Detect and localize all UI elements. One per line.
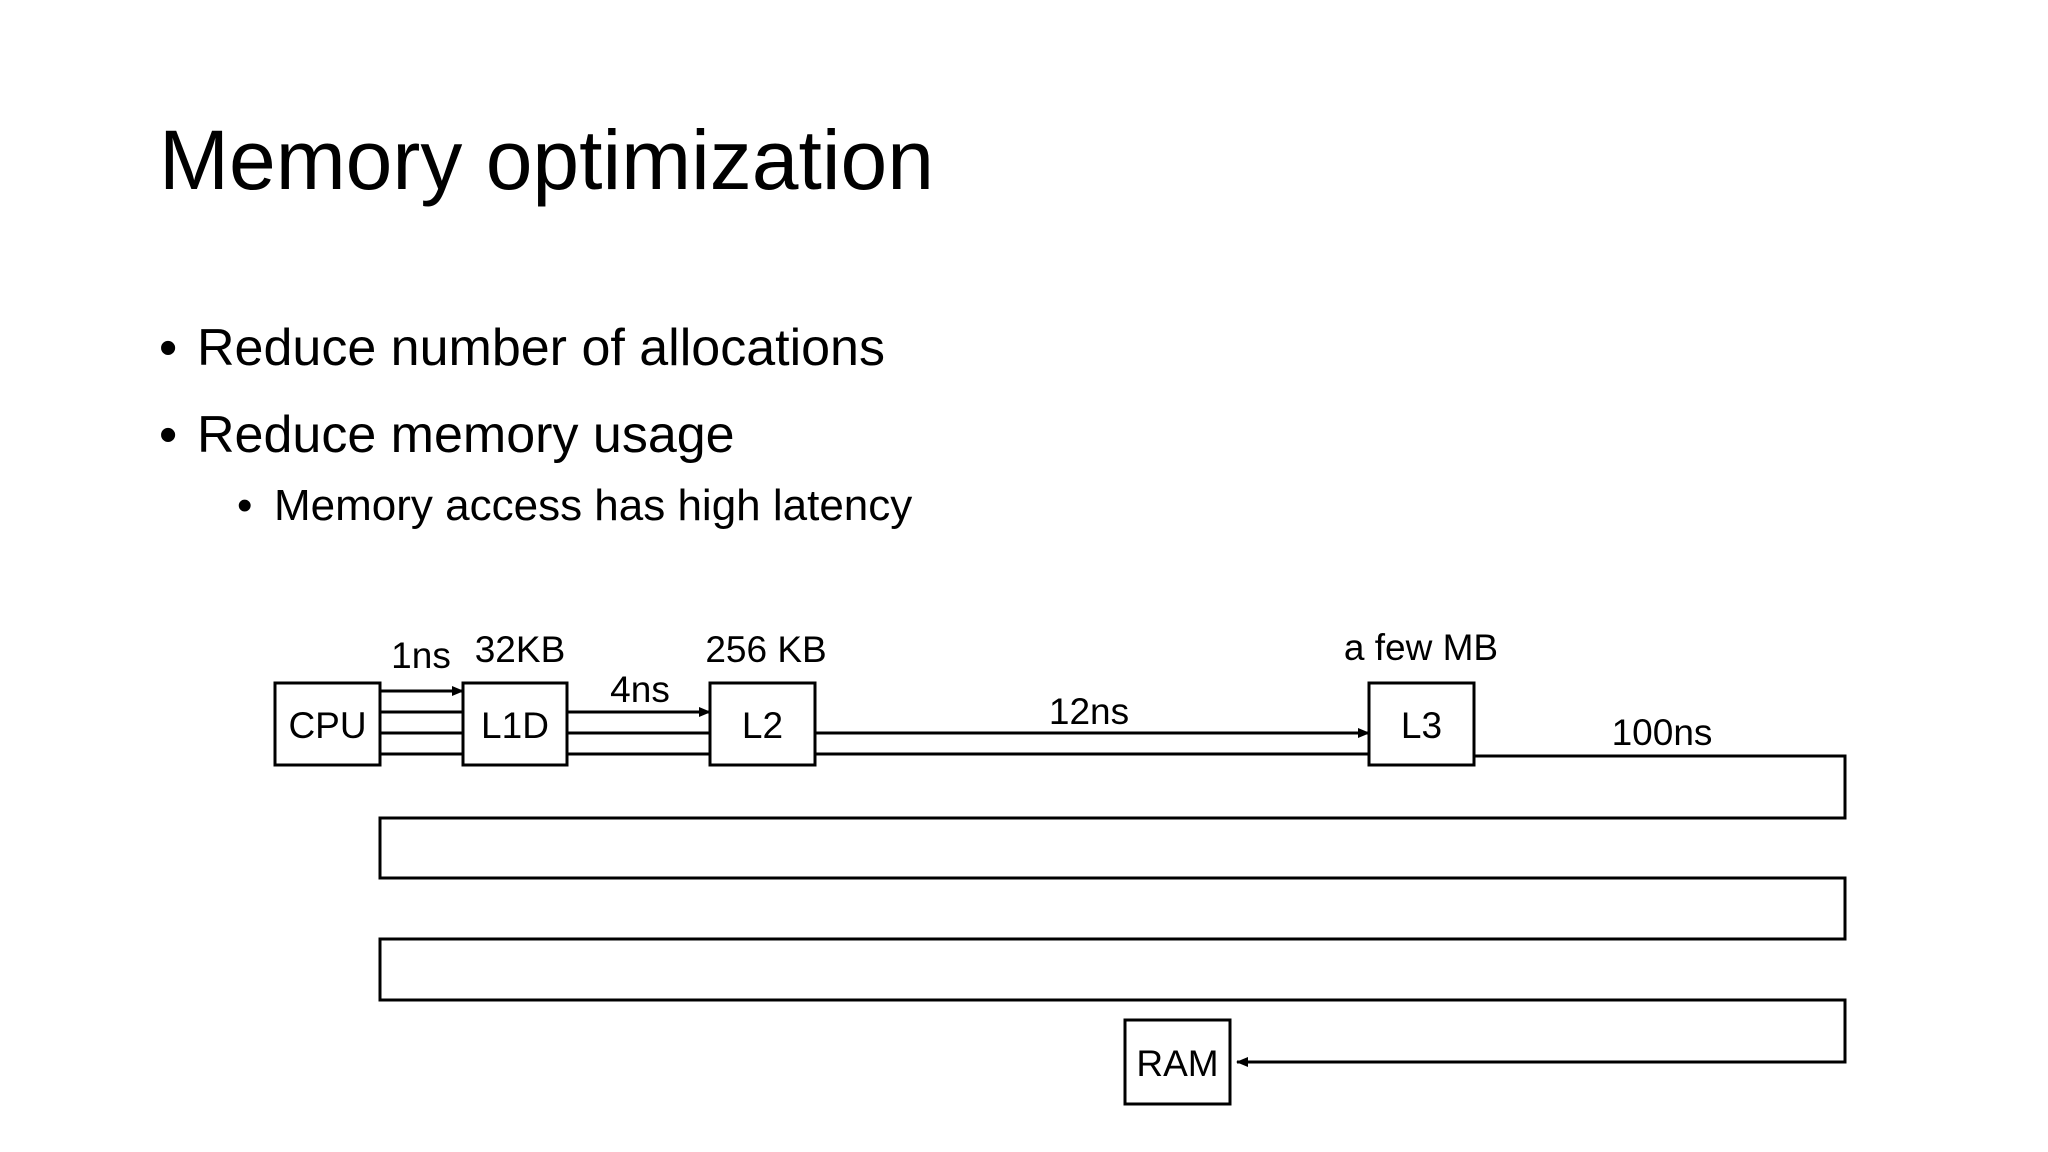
l1d-node: L1D — [461, 681, 569, 767]
node-label: L1D — [481, 705, 549, 746]
cpu-node: CPU — [273, 681, 382, 767]
bus-lines — [380, 686, 1370, 756]
l2-node: L2 — [708, 681, 817, 767]
slide-title: Memory optimization — [159, 113, 934, 207]
size-label-l2: 256 KB — [705, 629, 826, 670]
l3-node: L3 — [1367, 681, 1476, 767]
latency-label-cpu-l1d: 1ns — [391, 635, 451, 676]
ram-node: RAM — [1123, 1018, 1232, 1106]
node-label: RAM — [1136, 1043, 1218, 1084]
latency-label-l1d-l2: 4ns — [610, 669, 670, 710]
size-label-l3: a few MB — [1344, 627, 1498, 668]
arrow-l3-to-ram — [378, 754, 1847, 1067]
size-label-l1d: 32KB — [475, 629, 566, 670]
latency-label-l2-l3: 12ns — [1049, 691, 1129, 732]
node-label: L2 — [742, 705, 783, 746]
latency-label-l3-ram: 100ns — [1612, 712, 1713, 753]
node-label: CPU — [288, 705, 366, 746]
node-label: L3 — [1401, 705, 1442, 746]
